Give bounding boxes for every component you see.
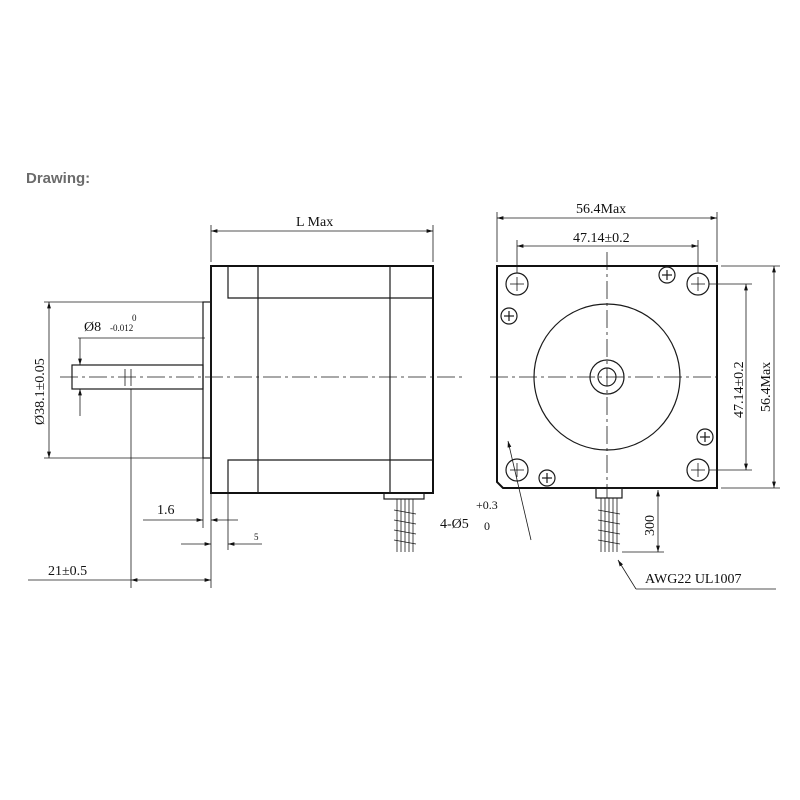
- holes-label: 4-Ø5: [440, 517, 469, 532]
- front-end-bell-top: [227, 266, 259, 299]
- hole-spacing-v-label: 47.14±0.2: [732, 361, 747, 418]
- boss-length-label: 5: [254, 532, 259, 542]
- width-label: 56.4Max: [576, 202, 626, 217]
- front-end-bell-bottom: [227, 459, 259, 493]
- rear-end-bell-bottom: [389, 459, 433, 493]
- lead-exit-side: [383, 492, 425, 500]
- lead-length-label: 300: [643, 515, 658, 536]
- flange-boss: [202, 301, 212, 459]
- length-label: L Max: [296, 215, 333, 230]
- height-label: 56.4Max: [759, 362, 774, 412]
- screw-icon: [658, 266, 676, 284]
- rear-end-bell-top: [389, 266, 433, 299]
- hole-spacing-h-label: 47.14±0.2: [573, 231, 630, 246]
- holes-tol-lower: 0: [484, 519, 490, 533]
- shaft-length-label: 21±0.5: [48, 564, 87, 579]
- shaft-tol-upper: 0: [132, 313, 137, 323]
- wire-bundle-front: [597, 498, 621, 552]
- flange-thickness-label: 1.6: [157, 503, 175, 518]
- holes-tol-upper: +0.3: [476, 498, 498, 512]
- lead-exit-front: [595, 487, 623, 499]
- screw-icon: [500, 307, 518, 325]
- body-dia-label: Ø38.1±0.05: [33, 358, 48, 425]
- front-view: 56.4Max 47.14±0.2 47.14±0.2 56.4Max 4-Ø5…: [440, 202, 780, 590]
- wire-spec-label: AWG22 UL1007: [645, 572, 741, 587]
- motor-body-outline: [210, 265, 434, 494]
- holes-leader: [507, 440, 532, 541]
- screw-icon: [696, 428, 714, 446]
- wire-bundle-side: [393, 499, 417, 552]
- mounting-hole-tr: [686, 272, 710, 296]
- wire-leader: [617, 559, 637, 590]
- mounting-hole-bl: [505, 458, 529, 482]
- shaft-dia-label: Ø8: [84, 320, 101, 335]
- side-view: L Max Ø38.1±0.05 Ø8 -0.012 0 1.6 5 21±0.…: [28, 215, 465, 588]
- screw-icon: [538, 469, 556, 487]
- mounting-hole-tl: [505, 272, 529, 296]
- drawing-heading: Drawing:: [26, 170, 91, 187]
- shaft-tol-lower: -0.012: [110, 323, 133, 333]
- mounting-hole-br: [686, 458, 710, 482]
